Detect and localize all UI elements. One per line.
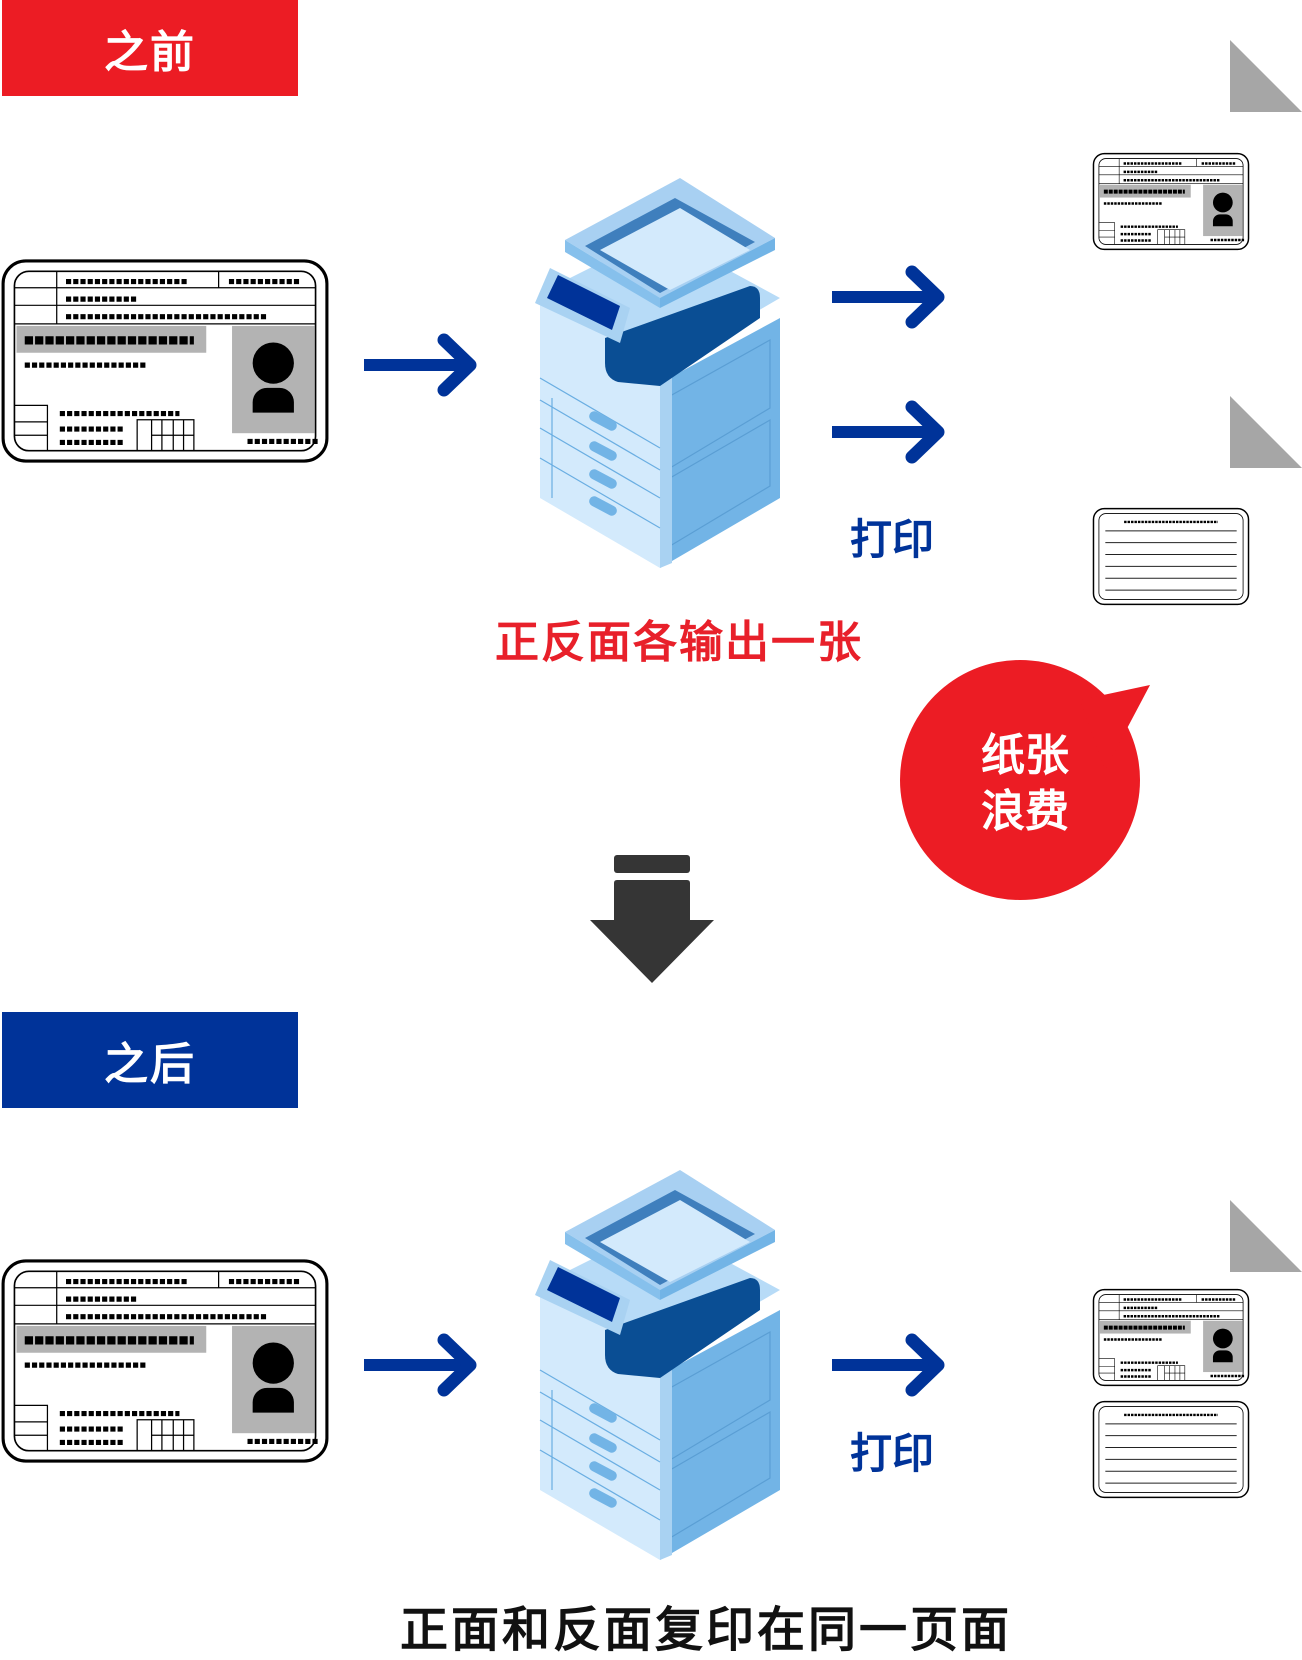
bubble-line-1: 纸张 bbox=[981, 730, 1069, 781]
folded-page-icon bbox=[1230, 396, 1302, 468]
output-id-card-front-icon bbox=[1091, 1287, 1251, 1388]
paper-waste-bubble-text: 纸张 浪费 bbox=[970, 728, 1080, 840]
output-id-card-back-icon bbox=[1092, 1400, 1250, 1499]
arrow-down-icon bbox=[590, 855, 714, 983]
arrow-right-icon bbox=[364, 1335, 479, 1395]
arrow-right-icon bbox=[832, 267, 947, 327]
folded-page-icon bbox=[1230, 1200, 1302, 1272]
source-id-card-icon bbox=[0, 256, 330, 466]
arrow-right-icon bbox=[364, 335, 479, 395]
output-id-card-back-icon bbox=[1092, 507, 1250, 606]
folded-page-icon bbox=[1230, 40, 1302, 112]
source-id-card-icon bbox=[0, 1256, 330, 1466]
after-label: 之后 bbox=[2, 1012, 298, 1108]
speech-bubble-icon bbox=[900, 660, 1150, 900]
bubble-line-2: 浪费 bbox=[981, 786, 1069, 837]
before-caption: 正反面各输出一张 bbox=[495, 617, 863, 668]
print-label: 打印 bbox=[850, 515, 935, 564]
arrow-right-icon bbox=[832, 1335, 947, 1395]
copier-icon bbox=[534, 1169, 781, 1561]
print-label: 打印 bbox=[850, 1429, 935, 1478]
copier-icon bbox=[534, 177, 781, 569]
after-caption: 正面和反面复印在同一页面 bbox=[400, 1602, 1013, 1658]
arrow-right-icon bbox=[832, 402, 947, 462]
output-id-card-front-icon bbox=[1091, 151, 1251, 252]
before-label: 之前 bbox=[2, 0, 298, 96]
